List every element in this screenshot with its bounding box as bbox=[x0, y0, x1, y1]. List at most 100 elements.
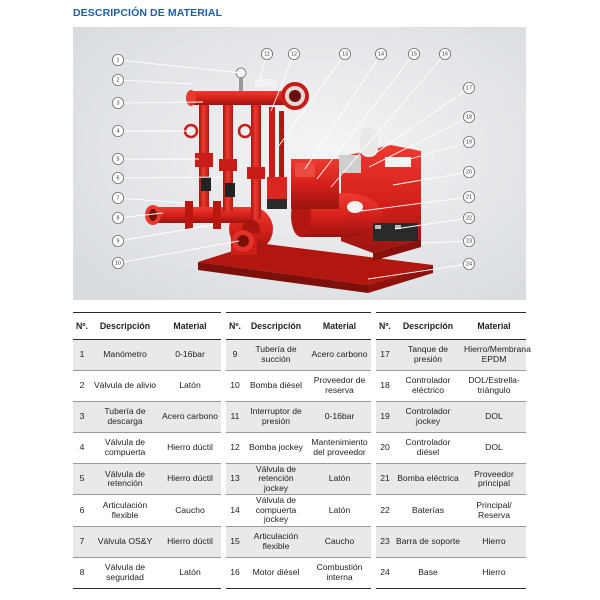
callout-marker: 18 bbox=[462, 111, 475, 124]
callout-number: 7 bbox=[117, 195, 120, 201]
column-header-number: Nº. bbox=[226, 312, 244, 340]
row-number: 23 bbox=[376, 526, 394, 558]
callout-leader-line bbox=[117, 197, 186, 204]
row-number: 3 bbox=[73, 401, 91, 434]
callout-number: 24 bbox=[466, 261, 472, 267]
callout-marker: 14 bbox=[374, 47, 387, 60]
callout-marker: 24 bbox=[462, 257, 475, 270]
page-title: DESCRIPCIÓN DE MATERIAL bbox=[73, 7, 223, 19]
row-material: Latón bbox=[308, 494, 371, 527]
column-header-material: Material bbox=[462, 312, 526, 340]
row-description: Válvula de alivio bbox=[91, 370, 159, 403]
row-number: 22 bbox=[376, 494, 394, 527]
callout-marker: 17 bbox=[462, 82, 475, 95]
row-description: Válvula OS&Y bbox=[91, 526, 159, 558]
callout-marker: 5 bbox=[112, 153, 125, 166]
row-number: 24 bbox=[376, 557, 394, 589]
table-gap bbox=[221, 312, 226, 588]
row-number: 13 bbox=[226, 463, 244, 496]
row-number: 8 bbox=[73, 557, 91, 589]
row-number: 18 bbox=[376, 370, 394, 403]
callout-marker: 16 bbox=[438, 47, 451, 60]
row-material: 0-16bar bbox=[308, 401, 371, 434]
callout-marker: 4 bbox=[112, 125, 125, 138]
row-number: 2 bbox=[73, 370, 91, 403]
row-number: 17 bbox=[376, 339, 394, 372]
callout-leader-line bbox=[117, 79, 194, 85]
row-description: Manómetro bbox=[91, 339, 159, 372]
callout-leader-line bbox=[270, 53, 295, 112]
callout-number: 9 bbox=[117, 238, 120, 244]
row-number: 14 bbox=[226, 494, 244, 527]
callout-number: 21 bbox=[466, 194, 472, 200]
row-description: Válvula de retención bbox=[91, 463, 159, 496]
callout-number: 10 bbox=[115, 260, 121, 266]
callout-leader-line bbox=[117, 212, 164, 219]
callout-number: 23 bbox=[466, 238, 472, 244]
row-material: Latón bbox=[159, 370, 221, 403]
pump-assembly bbox=[145, 67, 433, 293]
callout-leader-line bbox=[117, 59, 242, 74]
row-description: Baterías bbox=[394, 494, 462, 527]
row-material: Proveedor principal bbox=[462, 463, 526, 496]
row-number: 7 bbox=[73, 526, 91, 558]
callout-number: 16 bbox=[442, 51, 448, 57]
row-description: Interruptor de presión bbox=[244, 401, 308, 434]
row-description: Bomba jockey bbox=[244, 432, 308, 465]
row-material: Hierro/Membrana EPDM bbox=[462, 339, 531, 372]
riser-right bbox=[251, 99, 261, 219]
row-material: Hierro dúctil bbox=[159, 526, 221, 558]
row-number: 1 bbox=[73, 339, 91, 372]
callout-number: 14 bbox=[378, 51, 384, 57]
callout-number: 1 bbox=[117, 57, 120, 63]
row-number: 16 bbox=[226, 557, 244, 589]
row-number: 11 bbox=[226, 401, 244, 434]
callout-number: 17 bbox=[466, 85, 472, 91]
callout-marker: 20 bbox=[462, 165, 475, 178]
column-header-description: Descripción bbox=[244, 312, 308, 340]
row-material: Hierro bbox=[462, 557, 526, 589]
row-description: Articulación flexible bbox=[244, 526, 308, 558]
row-description: Barra de soporte bbox=[394, 526, 462, 558]
row-material: DOL/Estrella-triángulo bbox=[462, 370, 526, 403]
column-header-number: Nº. bbox=[73, 312, 91, 340]
row-number: 21 bbox=[376, 463, 394, 496]
column-header-material: Material bbox=[159, 312, 221, 340]
callout-number: 19 bbox=[466, 139, 472, 145]
callout-leader-line bbox=[316, 53, 415, 180]
callout-marker: 15 bbox=[407, 47, 420, 60]
column-header-material: Material bbox=[308, 312, 371, 340]
callout-marker: 10 bbox=[112, 256, 125, 269]
callout-marker: 21 bbox=[462, 190, 475, 203]
row-material: Latón bbox=[159, 557, 221, 589]
callout-number: 3 bbox=[117, 100, 120, 106]
row-description: Válvula de retención jockey bbox=[244, 464, 308, 496]
table-gap bbox=[371, 312, 376, 588]
row-number: 15 bbox=[226, 526, 244, 558]
row-number: 12 bbox=[226, 432, 244, 465]
callout-number: 20 bbox=[466, 169, 472, 175]
callout-leader-line bbox=[368, 116, 470, 168]
callout-number: 11 bbox=[264, 51, 270, 57]
callout-leader-line bbox=[394, 217, 470, 230]
row-material: Proveedor de reserva bbox=[308, 370, 371, 403]
callout-marker: 22 bbox=[462, 211, 475, 224]
callout-number: 5 bbox=[117, 156, 120, 162]
row-number: 9 bbox=[226, 339, 244, 372]
row-description: Bomba diésel bbox=[244, 370, 308, 403]
row-description: Controlador eléctrico bbox=[394, 370, 462, 403]
pressure-switch bbox=[255, 79, 277, 87]
column-header-description: Descripción bbox=[91, 312, 159, 340]
callout-marker: 3 bbox=[112, 97, 125, 110]
callout-leader-line bbox=[330, 53, 446, 188]
